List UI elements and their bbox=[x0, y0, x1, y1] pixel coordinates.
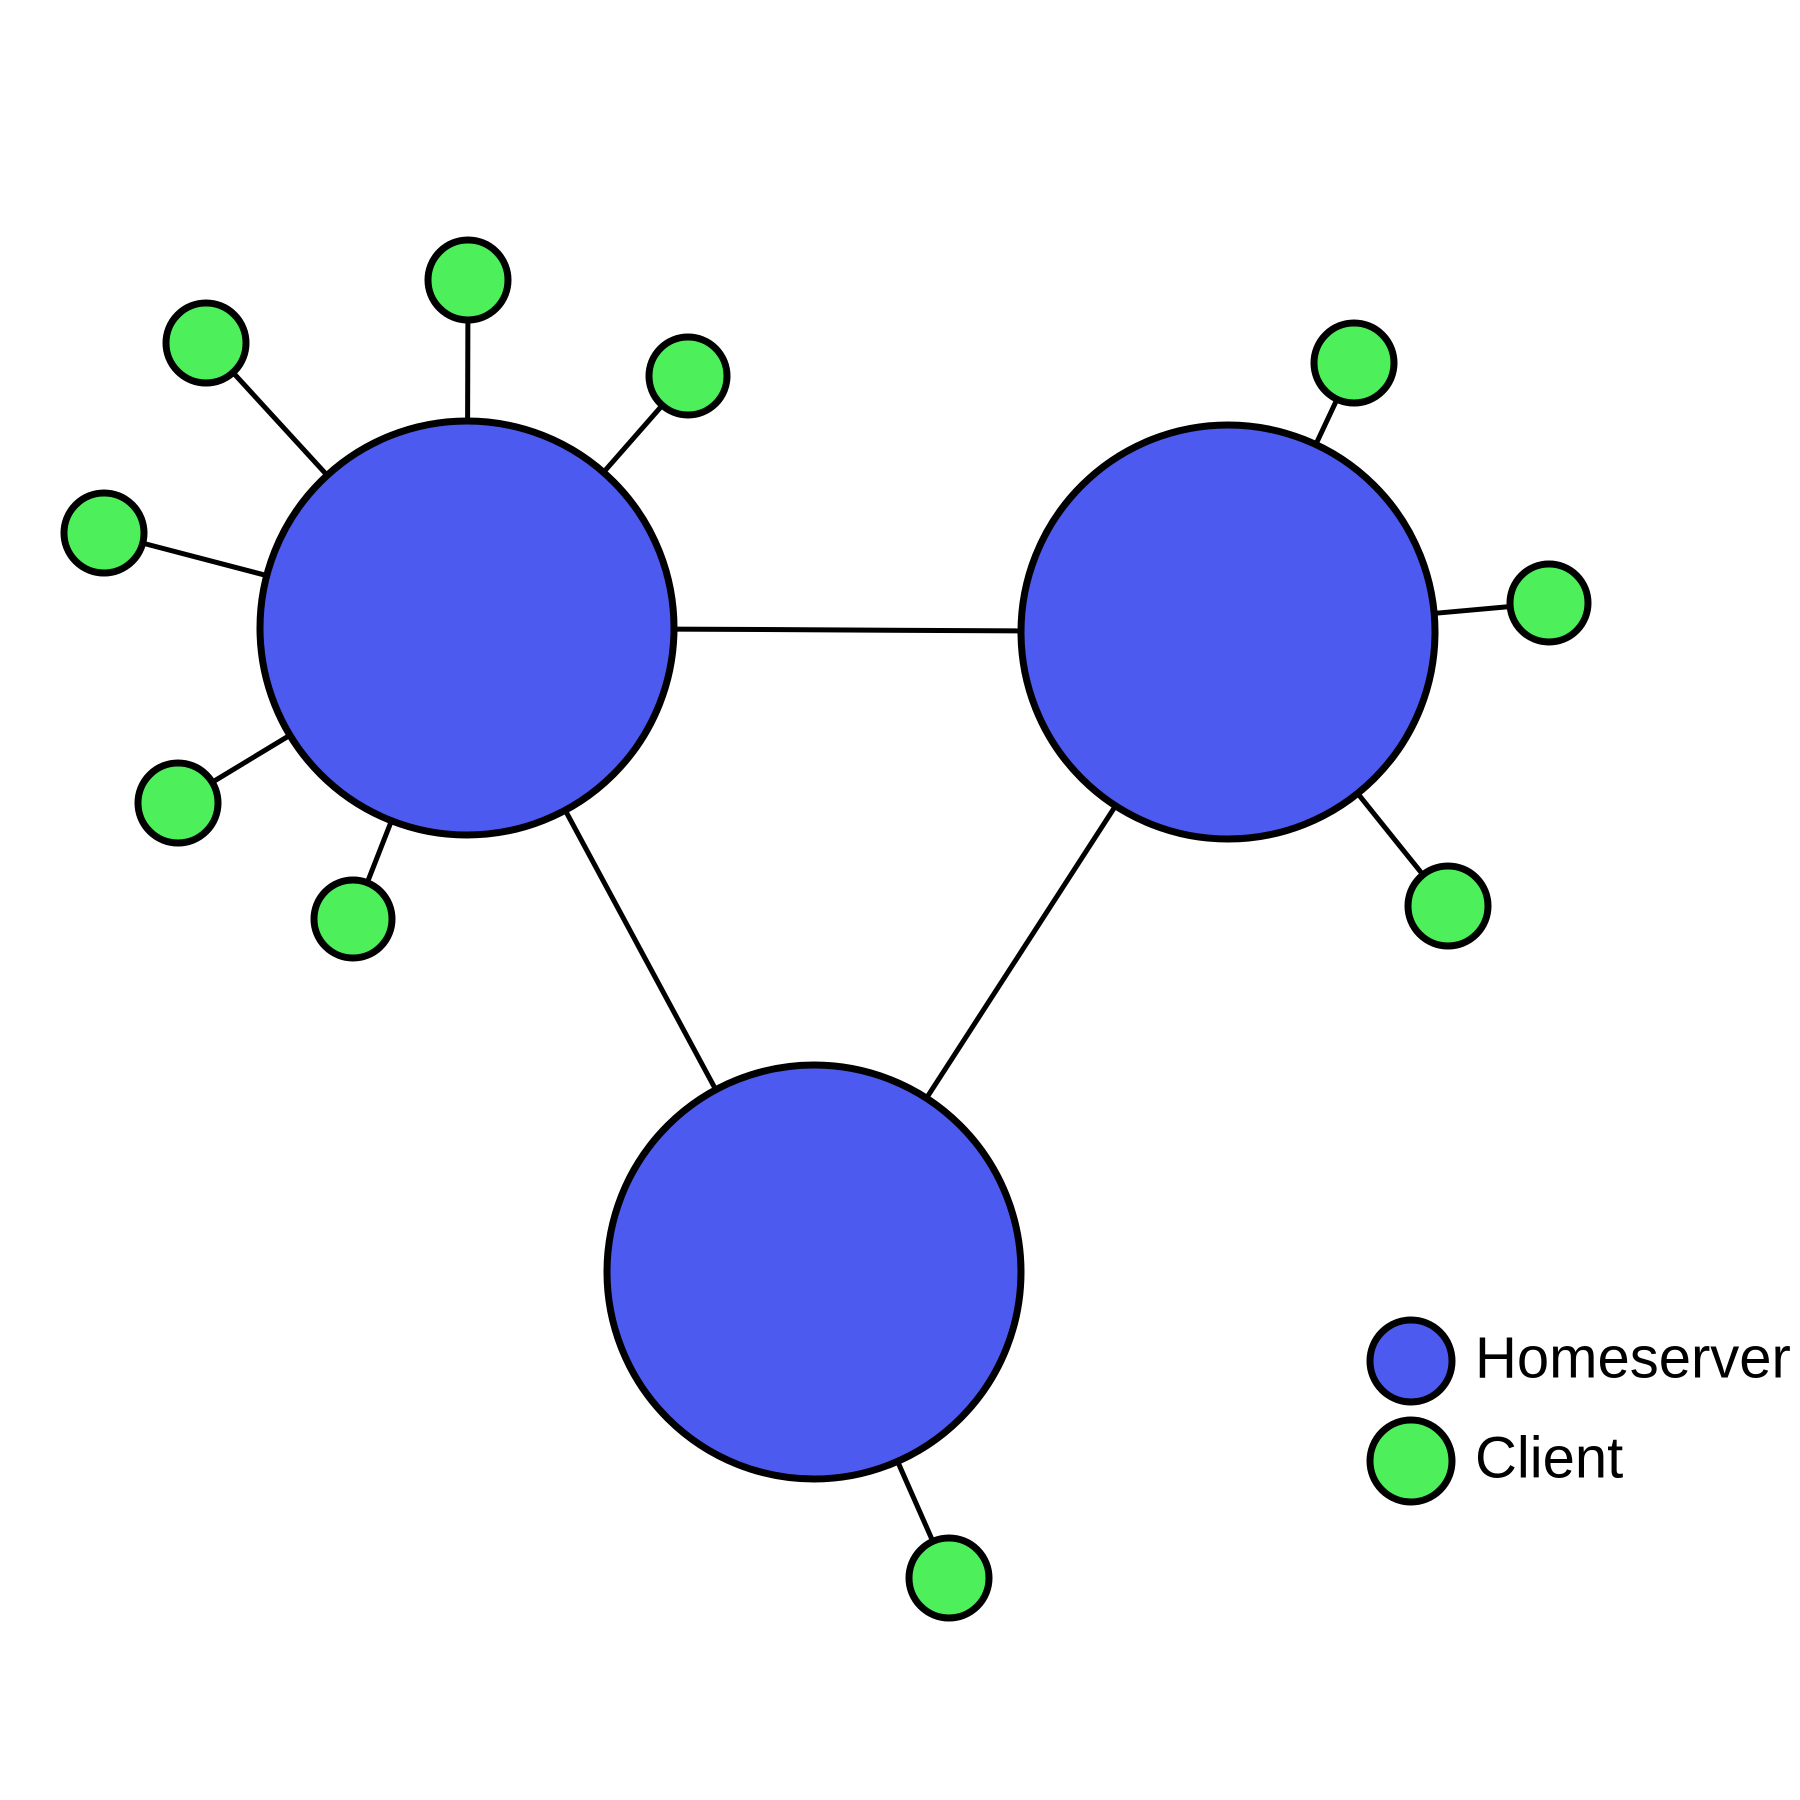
node-client-c5[interactable] bbox=[134, 759, 222, 847]
node-client-c6[interactable] bbox=[310, 876, 396, 962]
edge-hs1-hs2 bbox=[671, 626, 1024, 634]
legend-label-client: Client bbox=[1475, 1425, 1623, 1490]
edge-hs1-c5 bbox=[209, 732, 293, 786]
edge-hs1-c6 bbox=[364, 817, 395, 886]
edge-hs1-c2 bbox=[229, 369, 331, 479]
nodes-layer bbox=[60, 236, 1592, 1622]
edge-hs1-c4 bbox=[140, 540, 270, 579]
node-client-c10[interactable] bbox=[905, 1534, 993, 1622]
node-client-c3[interactable] bbox=[645, 333, 731, 419]
node-client-c8[interactable] bbox=[1506, 560, 1592, 646]
edge-hs3-c10 bbox=[894, 1458, 936, 1545]
node-homeserver-hs3[interactable] bbox=[603, 1061, 1025, 1483]
node-client-c2[interactable] bbox=[162, 299, 250, 387]
legend-swatch-client bbox=[1366, 1416, 1456, 1506]
node-client-c4[interactable] bbox=[60, 489, 148, 577]
edge-hs2-c7 bbox=[1312, 396, 1341, 448]
node-client-c9[interactable] bbox=[1404, 862, 1492, 950]
edge-hs1-hs3 bbox=[562, 807, 719, 1093]
edge-hs2-c8 bbox=[1431, 603, 1513, 617]
node-homeserver-hs1[interactable] bbox=[256, 417, 678, 839]
edge-hs2-c9 bbox=[1354, 790, 1427, 878]
legend-label-homeserver: Homeserver bbox=[1475, 1325, 1791, 1390]
edges-layer bbox=[140, 317, 1513, 1545]
legend-swatch-homeserver bbox=[1366, 1316, 1456, 1406]
node-client-c1[interactable] bbox=[424, 236, 512, 324]
edge-hs2-hs3 bbox=[923, 802, 1119, 1102]
edge-hs1-c3 bbox=[600, 402, 666, 476]
node-homeserver-hs2[interactable] bbox=[1017, 421, 1439, 843]
node-client-c7[interactable] bbox=[1310, 319, 1398, 407]
legend-item-client: Client bbox=[1366, 1416, 1623, 1506]
legend-item-homeserver: Homeserver bbox=[1366, 1316, 1791, 1406]
